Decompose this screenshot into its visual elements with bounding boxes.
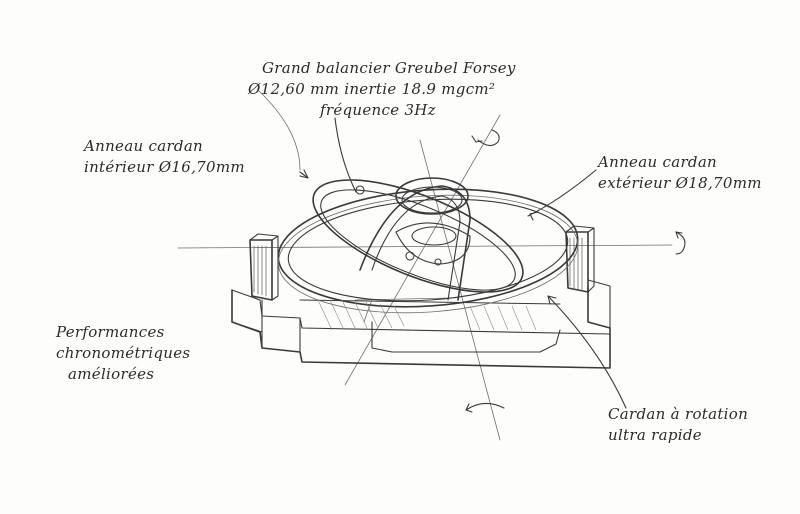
pillar-left (249, 233, 279, 301)
outer-ring-line-1: Anneau cardan (598, 153, 718, 171)
inner-gimbal-ring (312, 179, 524, 293)
outer-gimbal-ring (277, 188, 579, 314)
inner-ring-line-2: intérieur Ø16,70mm (84, 158, 245, 176)
annotation-fast-gimbal: Cardan à rotation ultra rapide (608, 404, 748, 446)
outer-ring-line-2: extérieur Ø18,70mm (598, 174, 762, 192)
performance-line-2: chronométriques (56, 344, 191, 362)
performance-line-1: Performances (56, 323, 165, 341)
rotation-arrows (465, 129, 686, 413)
base-frame (231, 287, 611, 369)
fast-gimbal-line-1: Cardan à rotation (608, 405, 749, 423)
annotation-inner-ring: Anneau cardan intérieur Ø16,70mm (84, 136, 245, 178)
balance-line-1: Grand balancier Greubel Forsey (262, 59, 516, 77)
annotation-outer-ring: Anneau cardan extérieur Ø18,70mm (598, 152, 762, 194)
fast-gimbal-line-2: ultra rapide (608, 426, 702, 444)
cavity-hatching (317, 299, 537, 331)
performance-line-3: améliorées (68, 365, 155, 383)
annotation-balance: Grand balancier Greubel Forsey Ø12,60 mm… (248, 58, 516, 121)
balance-wheel (355, 177, 471, 301)
balance-line-2: Ø12,60 mm inertie 18.9 mgcm² (248, 80, 496, 98)
inner-ring-line-1: Anneau cardan (84, 137, 204, 155)
annotation-performance: Performances chronométriques améliorées (56, 322, 190, 385)
leader-lines (257, 89, 627, 409)
pillar-right (565, 225, 611, 329)
balance-line-3: fréquence 3Hz (320, 101, 436, 119)
